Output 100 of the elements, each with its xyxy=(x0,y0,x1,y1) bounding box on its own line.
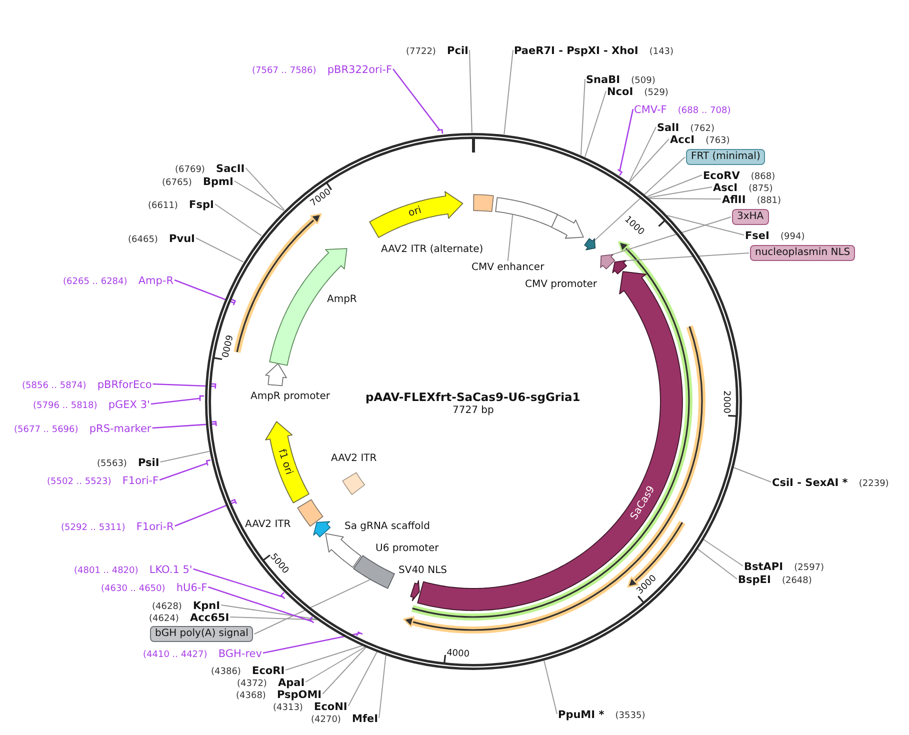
feature-arc xyxy=(313,521,331,538)
feature-arc xyxy=(410,580,420,601)
feature-label: AAV2 ITR xyxy=(245,519,291,531)
feature-tag: 3xHA xyxy=(732,209,769,225)
leader-line xyxy=(305,646,366,682)
leader-line xyxy=(150,395,205,405)
leader-line xyxy=(732,466,772,482)
leader-line xyxy=(254,579,370,634)
leader-line xyxy=(666,215,744,236)
restriction-site-label: (4372) ApaI xyxy=(237,674,305,690)
feature-arc xyxy=(265,363,288,387)
leader-line xyxy=(392,68,444,134)
feature-box xyxy=(296,499,324,528)
leader-line xyxy=(543,659,558,714)
feature-label: CMV enhancer xyxy=(472,262,544,274)
leader-line xyxy=(158,459,212,481)
primer-label: (4801 .. 4820) LKO.1 5' xyxy=(74,562,192,576)
leader-line xyxy=(507,214,514,262)
leader-line xyxy=(648,186,712,198)
primer-label: (5502 .. 5523) F1ori-F xyxy=(47,472,159,488)
primer-label: (5677 .. 5696) pRS-marker xyxy=(14,420,152,436)
feature-label: AmpR xyxy=(327,294,357,306)
restriction-site-label: (6769) SacII xyxy=(175,160,245,176)
primer-label: (5796 .. 5818) pGEX 3' xyxy=(33,396,150,412)
restriction-site-label: SalI (762) xyxy=(657,120,714,134)
restriction-site-label: EcoRV (868) xyxy=(703,168,776,182)
leader-line xyxy=(617,108,634,176)
feature-box xyxy=(473,194,494,213)
leader-line xyxy=(648,198,722,200)
feature-tag: nucleoplasmin NLS xyxy=(750,245,856,261)
leader-line xyxy=(580,78,586,156)
leader-line xyxy=(593,156,686,242)
restriction-site-label: (4386) EcoRI xyxy=(211,662,285,678)
leader-line xyxy=(192,568,286,600)
feature-label: CMV promoter xyxy=(525,279,598,291)
leader-line xyxy=(468,50,472,133)
leader-line xyxy=(628,138,670,184)
tick-label: 2000 xyxy=(720,390,732,414)
leader-line xyxy=(628,126,656,183)
restriction-site-label: SnaBI (509) xyxy=(586,72,656,86)
feature-tag: bGH poly(A) signal xyxy=(150,626,254,642)
restriction-site-label: (5563) PsiI xyxy=(97,454,160,470)
primer-label: (4410 .. 4427) BGH-rev xyxy=(143,646,262,660)
leader-line xyxy=(646,174,702,198)
feature-tag: FRT (minimal) xyxy=(686,149,766,165)
feature-arc xyxy=(264,421,310,504)
leader-line xyxy=(245,168,285,210)
restriction-site-label: (4270) MfeI xyxy=(311,710,378,726)
leader-line xyxy=(696,548,738,580)
primer-label: (6265 .. 6284) Amp-R xyxy=(63,272,174,288)
restriction-site-label: AscI (875) xyxy=(713,180,773,194)
leader-line xyxy=(584,90,606,158)
tick-label: 4000 xyxy=(446,646,470,660)
feature-label: AAV2 ITR (alternate) xyxy=(381,244,484,256)
leader-line xyxy=(208,586,314,624)
restriction-site-label: CsiI - SexAI * (2239) xyxy=(772,474,889,490)
feature-label: U6 promoter xyxy=(376,543,439,555)
leader-line xyxy=(322,646,366,694)
restriction-site-label: (6465) PvuI xyxy=(128,230,195,246)
restriction-site-label: PpuMI * (3535) xyxy=(558,706,646,722)
tick-label: 6000 xyxy=(218,333,234,358)
feature-box xyxy=(342,472,366,495)
leader-line xyxy=(220,604,318,620)
leader-line xyxy=(174,499,238,527)
leader-line xyxy=(702,538,744,566)
plasmid-length: 7727 bp xyxy=(452,405,494,417)
leader-line xyxy=(285,645,363,670)
primer-label: (5856 .. 5874) pBRforEco xyxy=(22,376,152,392)
feature-arc xyxy=(325,532,362,568)
feature-arc xyxy=(612,260,628,274)
plasmid-name: pAAV-FLEXfrt-SaCas9-U6-sgGria1 xyxy=(366,391,580,403)
leader-line xyxy=(378,654,386,718)
feature-name: f1 ori xyxy=(275,448,294,476)
feature-label: AmpR promoter xyxy=(250,391,330,403)
restriction-site-label: AccI (763) xyxy=(670,132,730,146)
feature-segment xyxy=(495,196,558,228)
feature-label: AAV2 ITR xyxy=(331,453,377,465)
restriction-site-label: BspEI (2648) xyxy=(738,572,812,586)
restriction-site-label: (6611) FspI xyxy=(148,196,214,212)
leader-line xyxy=(234,180,284,212)
leader-line xyxy=(152,383,216,390)
primer-label: CMV-F (688 .. 708) xyxy=(634,102,731,116)
feature-box xyxy=(352,555,395,590)
restriction-site-label: (6765) BpmI xyxy=(162,174,234,188)
feature-label: Sa gRNA scaffold xyxy=(344,521,430,533)
restriction-site-label: PaeR7I - PspXI - XhoI (143) xyxy=(514,42,674,58)
restriction-site-label: (4628) KpnI xyxy=(152,598,220,612)
leader-line xyxy=(262,632,364,654)
feature-arc xyxy=(600,254,616,270)
leader-line xyxy=(348,651,378,706)
leader-line xyxy=(195,238,244,262)
restriction-site-label: BstAPI (2597) xyxy=(744,558,824,574)
restriction-site-label: NcoI (529) xyxy=(607,84,668,98)
leader-line xyxy=(214,204,262,236)
feature-name: ori xyxy=(407,204,423,219)
feature-label: SV40 NLS xyxy=(398,565,447,577)
leader-line xyxy=(152,420,217,429)
primer-label: (4630 .. 4650) hU6-F xyxy=(101,580,208,594)
leader-line xyxy=(230,616,318,620)
feature-arc xyxy=(584,238,596,250)
